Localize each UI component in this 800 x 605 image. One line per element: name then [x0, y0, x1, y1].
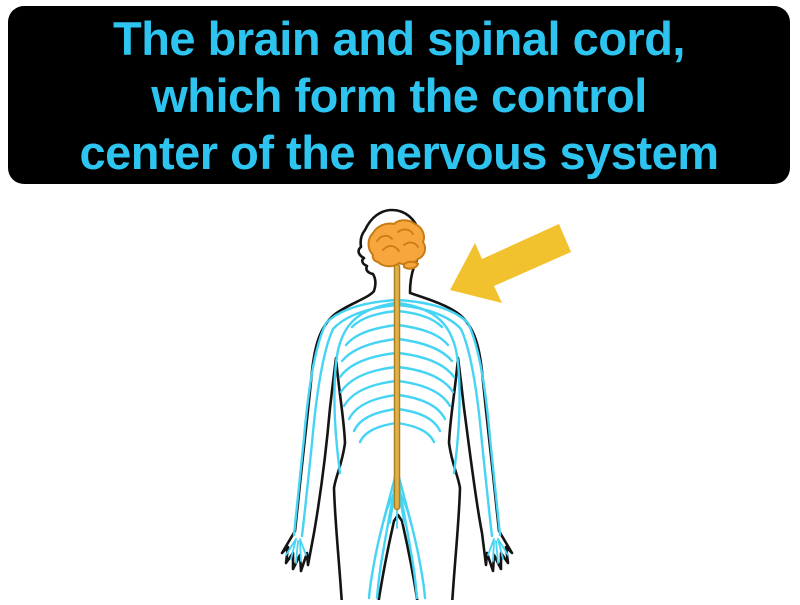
arrow-icon: [450, 224, 571, 303]
definition-banner: The brain and spinal cord, which form th…: [8, 6, 790, 184]
definition-line-1: The brain and spinal cord,: [113, 11, 685, 65]
definition-line-3: center of the nervous system: [79, 125, 720, 179]
illustration-area: [0, 203, 800, 605]
definition-line-2: which form the control: [151, 68, 647, 122]
peripheral-nerves: [285, 298, 509, 600]
central-nervous-system-figure: [280, 208, 571, 605]
brain-icon: [367, 219, 427, 270]
